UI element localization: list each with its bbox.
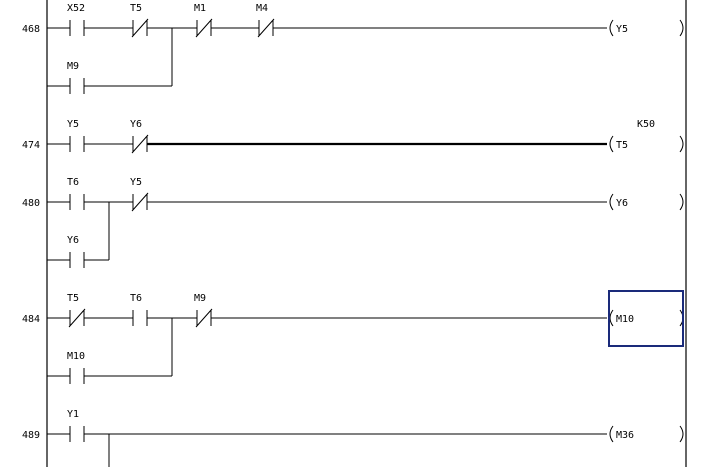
coil-label: T5 [616, 140, 628, 151]
contact-label: Y5 [67, 119, 79, 130]
contact-m4-nc-contact[interactable]: M4 [256, 3, 275, 38]
branch-contact-y6-no-contact[interactable]: Y6 [67, 235, 85, 268]
branch-contact-m10-no-contact[interactable]: M10 [67, 351, 85, 384]
coil-y5[interactable]: Y5 [609, 19, 684, 37]
coil-label: Y6 [616, 198, 628, 209]
timer-setpoint: K50 [637, 119, 655, 130]
coil-label: Y5 [616, 24, 628, 35]
contact-label: M1 [194, 3, 206, 14]
contact-label: T5 [67, 293, 79, 304]
branch-contact-m9-no-contact[interactable]: M9 [67, 61, 85, 94]
contact-label: Y1 [67, 409, 79, 420]
contact-label: T6 [67, 177, 79, 188]
contact-label: M9 [194, 293, 206, 304]
contact-t5-nc-contact[interactable]: T5 [130, 3, 149, 38]
coil-label: M10 [616, 314, 634, 325]
contact-t5-nc-contact[interactable]: T5 [67, 293, 86, 328]
contact-label: M9 [67, 61, 79, 72]
coil-y6[interactable]: Y6 [609, 193, 684, 211]
contact-x52-no-contact[interactable]: X52 [67, 3, 85, 36]
contact-label: Y6 [130, 119, 142, 130]
step-number: 484 [22, 314, 40, 325]
contact-y5-nc-contact[interactable]: Y5 [130, 177, 149, 212]
contact-y1-no-contact[interactable]: Y1 [67, 409, 85, 442]
contact-y5-no-contact[interactable]: Y5 [67, 119, 85, 152]
contact-label: T5 [130, 3, 142, 14]
contact-label: T6 [130, 293, 142, 304]
contact-label: Y6 [67, 235, 79, 246]
contact-label: M10 [67, 351, 85, 362]
step-number: 474 [22, 140, 40, 151]
step-number: 480 [22, 198, 40, 209]
selection-cursor[interactable] [608, 290, 684, 347]
step-number: 468 [22, 24, 40, 35]
contact-t6-no-contact[interactable]: T6 [67, 177, 85, 210]
coil-t5[interactable]: T5 K50 [609, 119, 684, 153]
coil-m10[interactable]: M10 [609, 309, 684, 327]
contact-m9-nc-contact[interactable]: M9 [194, 293, 213, 328]
coil-label: M36 [616, 430, 634, 441]
contact-t6-no-contact[interactable]: T6 [130, 293, 148, 326]
contact-label: X52 [67, 3, 85, 14]
contact-y6-nc-contact[interactable]: Y6 [130, 119, 149, 154]
step-number: 489 [22, 430, 40, 441]
contact-label: M4 [256, 3, 268, 14]
contact-label: Y5 [130, 177, 142, 188]
coil-m36[interactable]: M36 [609, 425, 684, 443]
contact-m1-nc-contact[interactable]: M1 [194, 3, 213, 38]
